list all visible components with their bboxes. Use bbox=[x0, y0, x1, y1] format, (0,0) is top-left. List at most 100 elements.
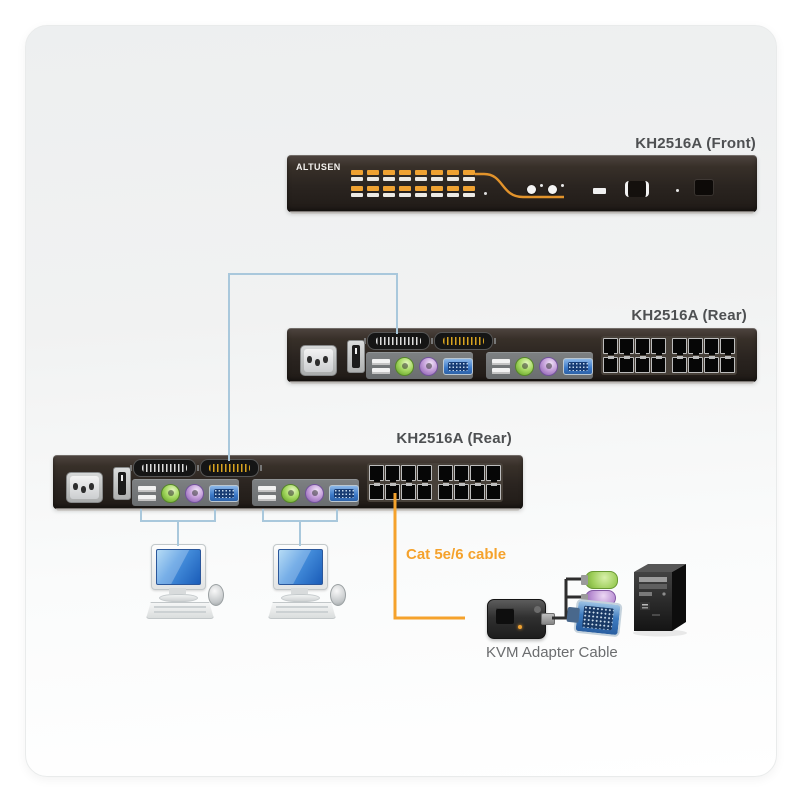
computer-keyboard bbox=[268, 602, 336, 619]
station-select-button bbox=[548, 185, 557, 194]
rj45-port bbox=[619, 357, 634, 373]
power-button bbox=[695, 180, 713, 195]
rj45-port bbox=[720, 357, 735, 373]
console-section-2 bbox=[252, 479, 359, 506]
ac-power-socket bbox=[66, 472, 103, 503]
port-led bbox=[463, 170, 475, 181]
rj45-port bbox=[401, 465, 416, 481]
rj45-port bbox=[720, 338, 735, 354]
label-rear-switch-first: KH2516A (Rear) bbox=[631, 307, 747, 324]
indicator-dot bbox=[484, 192, 487, 195]
usb-ports bbox=[492, 358, 510, 374]
port-led bbox=[367, 186, 379, 197]
ac-power-socket bbox=[300, 345, 337, 376]
rj45-port bbox=[417, 484, 432, 500]
port-led bbox=[351, 170, 363, 181]
rj45-port bbox=[704, 338, 719, 354]
reset-pinhole bbox=[676, 189, 679, 192]
computer-monitor bbox=[273, 544, 328, 590]
monitor-screen bbox=[156, 549, 201, 585]
station-select-button bbox=[527, 185, 536, 194]
rj45-group bbox=[603, 357, 666, 373]
kh2516a-rear-panel-second bbox=[53, 455, 523, 511]
rj45-port bbox=[672, 338, 687, 354]
monitor-screen bbox=[278, 549, 323, 585]
monitor-base bbox=[159, 594, 198, 602]
rj45-port bbox=[651, 338, 666, 354]
rj45-port bbox=[385, 465, 400, 481]
usb-port bbox=[593, 188, 606, 194]
rj45-port bbox=[454, 484, 469, 500]
rj45-port bbox=[401, 484, 416, 500]
desktop-computer-2 bbox=[268, 544, 348, 622]
monitor-stand bbox=[291, 588, 308, 594]
computer-keyboard bbox=[146, 602, 214, 619]
port-led bbox=[367, 170, 379, 181]
rj45-port bbox=[635, 338, 650, 354]
ps2-mouse-port bbox=[539, 356, 558, 376]
rj45-group bbox=[672, 357, 735, 373]
adapter-detail bbox=[534, 606, 541, 613]
rj45-port bbox=[369, 465, 384, 481]
decorative-swoosh bbox=[475, 172, 564, 199]
rj45-port bbox=[603, 357, 618, 373]
led-row-lower bbox=[351, 186, 475, 197]
label-rear-switch-second: KH2516A (Rear) bbox=[396, 430, 512, 447]
rj45-port bbox=[438, 484, 453, 500]
diagram-card bbox=[25, 25, 777, 777]
rj45-group bbox=[438, 465, 501, 481]
kvm-adapter-module bbox=[487, 599, 555, 639]
rj45-port bbox=[417, 465, 432, 481]
ps2-keyboard-port bbox=[515, 356, 534, 376]
rj45-group bbox=[369, 465, 432, 481]
ps2-keyboard-port bbox=[281, 483, 300, 503]
daisy-chain-in-port bbox=[197, 459, 262, 477]
port-led bbox=[463, 186, 475, 197]
port-led bbox=[415, 170, 427, 181]
port-led bbox=[447, 170, 459, 181]
ps2-mouse-port bbox=[419, 356, 438, 376]
rj45-port bbox=[470, 465, 485, 481]
kh2516a-rear-panel-first bbox=[287, 328, 757, 384]
vga-connector bbox=[573, 598, 623, 638]
rj45-group bbox=[369, 484, 432, 500]
altusen-logo: ALTUSEN bbox=[296, 162, 341, 172]
computer-mouse bbox=[208, 584, 224, 606]
daisy-chain-out-port bbox=[364, 332, 433, 350]
kh2516a-front-panel: ALTUSEN bbox=[287, 155, 757, 214]
port-led bbox=[415, 186, 427, 197]
rj45-port bbox=[486, 484, 501, 500]
vga-port bbox=[209, 484, 239, 502]
label-cat5e6-cable: Cat 5e/6 cable bbox=[406, 546, 507, 563]
rj45-port bbox=[688, 338, 703, 354]
port-led-array bbox=[351, 170, 475, 202]
vga-port bbox=[443, 357, 473, 375]
vga-port bbox=[563, 357, 593, 375]
rj45-jack bbox=[496, 608, 514, 624]
port-led bbox=[351, 186, 363, 197]
computer-mouse bbox=[330, 584, 346, 606]
rj45-port bbox=[688, 357, 703, 373]
label-kvm-adapter-cable: KVM Adapter Cable bbox=[486, 644, 618, 661]
station-led bbox=[540, 184, 543, 187]
console-section-1 bbox=[366, 352, 473, 379]
adapter-led bbox=[518, 625, 522, 629]
rj45-group bbox=[438, 484, 501, 500]
port-led bbox=[431, 186, 443, 197]
rj45-group bbox=[672, 338, 735, 354]
port-led bbox=[383, 170, 395, 181]
console-section-1 bbox=[132, 479, 239, 506]
power-switch bbox=[347, 340, 365, 373]
rj45-port bbox=[704, 357, 719, 373]
kvm-port-block bbox=[367, 463, 503, 502]
desktop-computer-1 bbox=[146, 544, 226, 622]
port-led bbox=[399, 186, 411, 197]
rj45-port bbox=[635, 357, 650, 373]
rj45-port bbox=[385, 484, 400, 500]
firmware-port bbox=[625, 181, 649, 197]
kvm-port-block bbox=[601, 336, 737, 375]
usb-ports bbox=[258, 485, 276, 501]
cable-stub bbox=[541, 613, 555, 625]
port-led bbox=[399, 170, 411, 181]
